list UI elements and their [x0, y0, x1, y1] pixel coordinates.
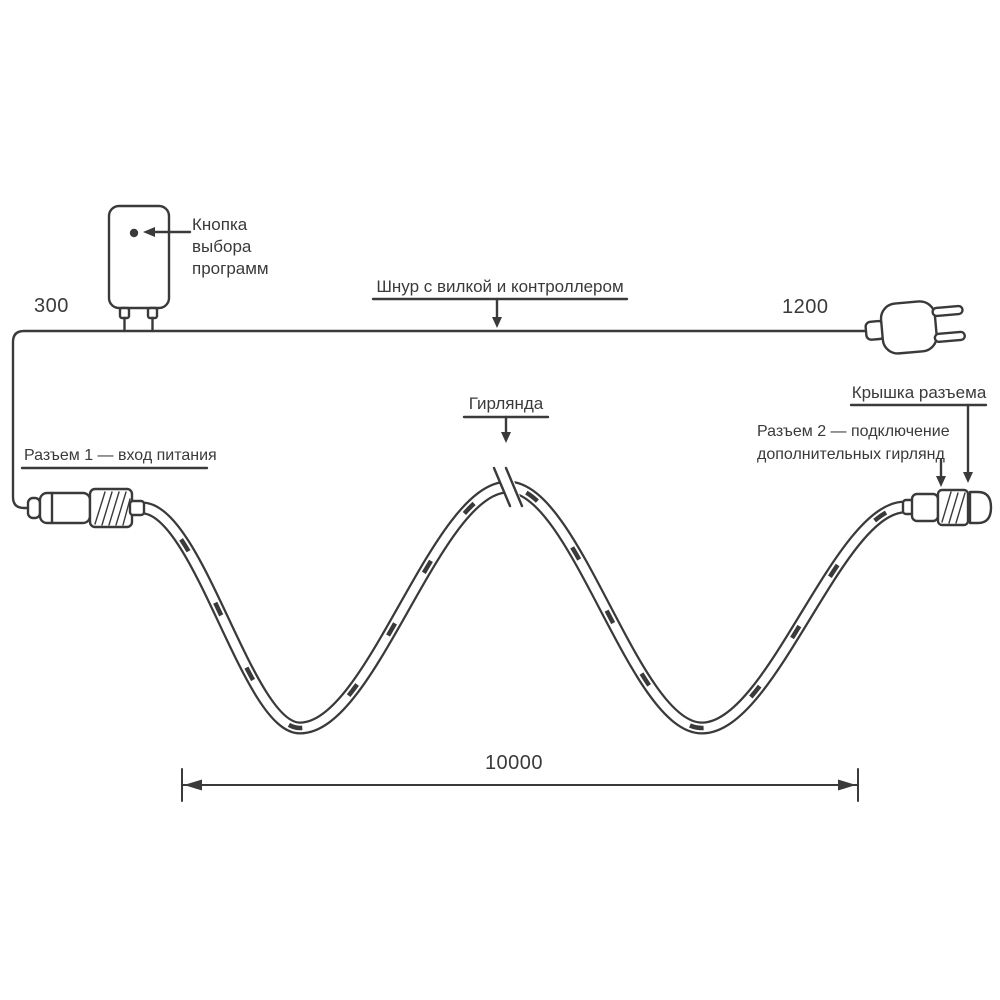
- cap-label-pointer: [849, 403, 988, 483]
- dim-10000: 10000: [484, 752, 544, 774]
- plug-pin-bottom: [933, 330, 966, 344]
- connector1-drawing: [26, 487, 146, 529]
- controller-box: [107, 204, 171, 333]
- dim-1200: 1200: [782, 296, 829, 318]
- connector-cap-drawing: [968, 490, 993, 525]
- plug-pin-top: [931, 304, 964, 318]
- cord-label-pointer: [371, 297, 629, 328]
- controller-foot-left: [118, 306, 131, 320]
- connector2-label-pointer: [936, 458, 946, 487]
- cord-label: Шнур с вилкой и контроллером: [376, 277, 624, 296]
- dim-300: 300: [34, 295, 69, 317]
- power-plug: [864, 300, 966, 355]
- power-cord-wire: [11, 329, 872, 510]
- dimension-10000: [181, 768, 859, 802]
- connector1-label: Разъем 1 — вход питания: [24, 447, 217, 464]
- break-mark: [492, 466, 512, 508]
- garland-wire: [142, 459, 906, 735]
- program-select-button[interactable]: [129, 228, 139, 238]
- connector2-drawing: [901, 488, 993, 527]
- garland-label: Гирлянда: [468, 394, 544, 413]
- cap-label: Крышка разъема: [851, 383, 987, 402]
- controller-body: [107, 204, 171, 310]
- controller-foot-right: [146, 306, 159, 320]
- connector2-label: Разъем 2 — подключение дополнительных ги…: [757, 423, 950, 463]
- program-button-label: Кнопка выбора программ: [192, 215, 269, 278]
- garland-label-pointer: [462, 415, 550, 443]
- plug-body: [879, 300, 938, 355]
- program-button-arrow: [143, 227, 192, 237]
